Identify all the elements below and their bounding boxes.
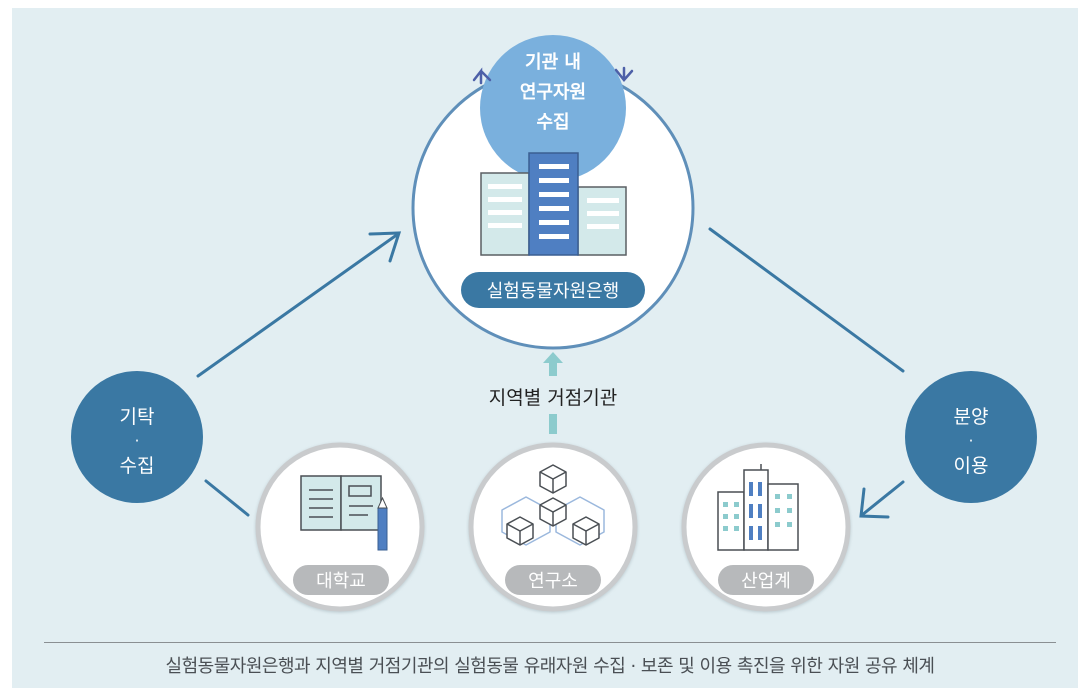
institution-university: 대학교 xyxy=(255,442,425,612)
industry-buildings-icon xyxy=(717,464,799,551)
arrow-line-left-up xyxy=(196,232,400,378)
up-arrow-icon xyxy=(543,352,563,434)
top-circle-line-3: 수집 xyxy=(536,112,569,133)
deposit-collect-circle xyxy=(71,371,203,503)
left-circle-dot: · xyxy=(135,432,140,450)
institution-label-research: 연구소 xyxy=(528,571,578,592)
arrow-head-left-up xyxy=(368,231,402,263)
book-pencil-icon xyxy=(300,475,388,551)
right-circle-line-2: 이용 xyxy=(954,455,989,477)
top-circle-line-1: 기관 내 xyxy=(525,52,581,73)
right-circle-line-1: 분양 xyxy=(954,406,989,428)
line-right-upper xyxy=(708,227,905,373)
institution-label-university: 대학교 xyxy=(316,571,366,592)
caption-divider xyxy=(44,642,1056,643)
cycle-arrow-right-icon xyxy=(614,66,634,82)
right-circle-dot: · xyxy=(969,432,974,450)
arrow-head-right-down xyxy=(859,487,890,519)
bank-label: 실험동물자원은행 xyxy=(487,281,619,302)
figure-caption: 실험동물자원은행과 지역별 거점기관의 실험동물 유래자원 수집 · 보존 및 … xyxy=(165,656,935,677)
cubes-icon xyxy=(501,464,605,546)
line-left-lower xyxy=(204,479,250,517)
institution-industry: 산업계 xyxy=(681,442,851,612)
left-circle-line-2: 수집 xyxy=(120,455,155,477)
institution-label-industry: 산업계 xyxy=(741,571,791,592)
bank-building-icon xyxy=(480,152,627,256)
regional-hub-label: 지역별 거점기관 xyxy=(489,387,617,409)
left-circle-line-1: 기탁 xyxy=(120,406,155,428)
cycle-arrows xyxy=(472,66,634,85)
connector-lines xyxy=(196,227,905,519)
top-circle-line-2: 연구자원 xyxy=(520,82,586,103)
distribute-use-circle xyxy=(905,371,1037,503)
internal-collection-circle xyxy=(480,35,626,181)
institution-research-institute: 연구소 xyxy=(468,442,638,612)
cycle-arrow-left-icon xyxy=(472,67,492,85)
bank-label-pill xyxy=(461,272,645,308)
arrow-line-right-down xyxy=(860,480,905,517)
